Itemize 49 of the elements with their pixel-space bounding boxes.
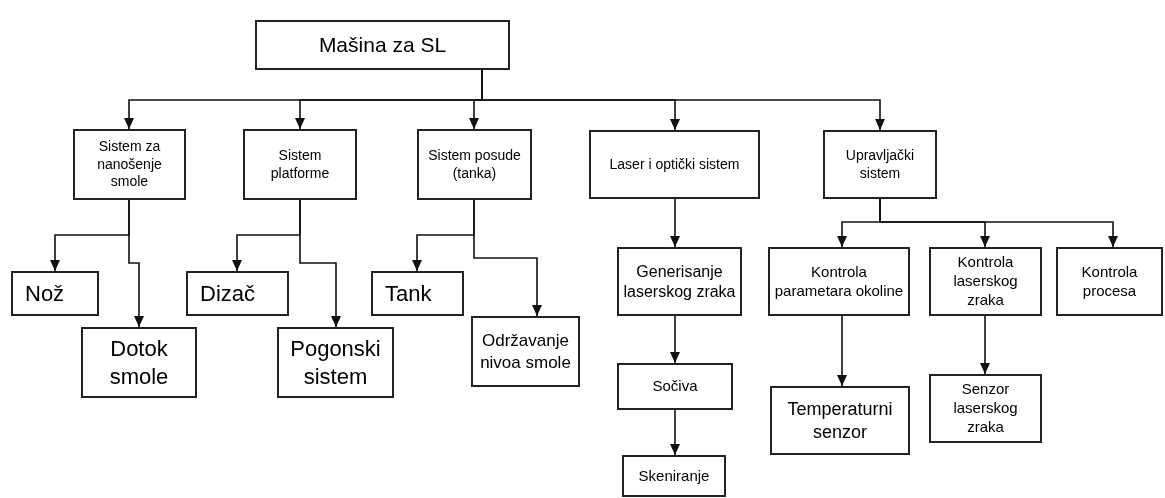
process-box: [929, 247, 1042, 316]
process-box: [929, 374, 1042, 443]
box-label: Kontrola laserskog zraka: [952, 253, 1019, 310]
box-label: Generisanje laserskog zraka: [623, 261, 736, 302]
process-box: [73, 129, 186, 200]
arrow: [128, 199, 144, 328]
box-label: Sistem posude (tanka): [427, 147, 522, 182]
process-box: [622, 455, 726, 497]
box-label: Dizač: [200, 279, 255, 308]
process-box: [11, 271, 99, 316]
process-box: [255, 20, 510, 70]
arrow: [670, 315, 680, 364]
arrow: [299, 199, 341, 328]
box-label: Temperaturni senzor: [786, 398, 894, 443]
arrow: [879, 198, 1118, 248]
box-label: Nož: [25, 279, 65, 308]
box-label: Sistem za nanošenje smole: [96, 138, 163, 191]
process-box: [243, 129, 357, 200]
process-box: [371, 271, 464, 316]
process-box: [417, 129, 532, 200]
box-label: Sočiva: [652, 377, 698, 396]
box-label: Upravljački sistem: [844, 147, 916, 182]
process-box: [617, 247, 742, 316]
box-label: Laser i optički sistem: [609, 155, 740, 174]
arrow: [473, 199, 542, 317]
process-box: [186, 271, 289, 316]
arrow: [837, 315, 847, 387]
box-label: Održavanje nivoa smole: [479, 330, 572, 373]
box-label: Tank: [385, 279, 432, 308]
arrow: [980, 315, 990, 375]
box-label: Senzor laserskog zraka: [952, 380, 1019, 437]
box-label: Kontrola procesa: [1080, 262, 1139, 301]
box-label: Skeniranje: [638, 466, 710, 486]
box-label: Pogonski sistem: [289, 335, 382, 390]
process-box: [617, 363, 733, 410]
process-box: [471, 316, 580, 387]
box-label: Dotok smole: [108, 335, 170, 390]
process-box: [770, 386, 910, 455]
process-box: [768, 247, 910, 316]
process-box: [589, 130, 760, 199]
process-box: [81, 327, 197, 398]
process-box: [1056, 247, 1163, 316]
process-box: [277, 327, 394, 398]
arrow: [670, 409, 680, 456]
box-label: Kontrola parametara okoline: [774, 262, 904, 301]
process-box: [823, 130, 937, 199]
arrow: [670, 198, 680, 248]
box-label: Sistem platforme: [269, 147, 331, 182]
box-label: Mašina za SL: [318, 31, 447, 58]
